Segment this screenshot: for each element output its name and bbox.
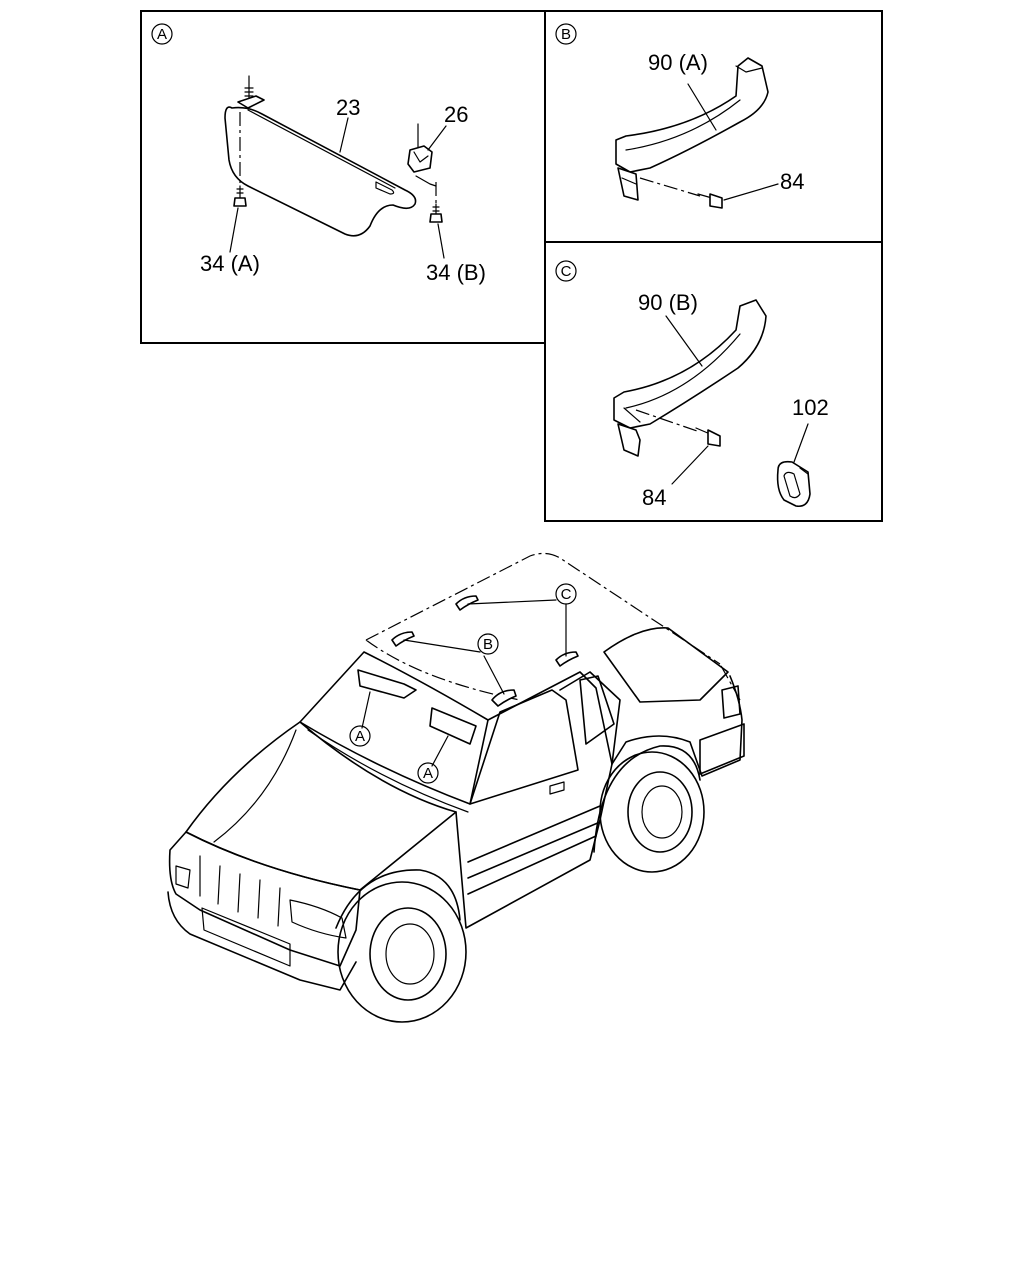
screw-34a (233, 185, 247, 207)
vehicle-marker-c: C (555, 583, 577, 605)
svg-text:A: A (423, 765, 433, 782)
vehicle-grip-rear-left (455, 595, 479, 611)
panel-c-marker: C (555, 260, 577, 282)
label-84-c: 84 (642, 485, 666, 510)
label-90a: 90 (A) (648, 50, 708, 75)
side-moldings (467, 805, 601, 895)
assist-grip-90a-part (615, 57, 769, 201)
leader-a1 (361, 691, 371, 729)
rear-wheel-arch (593, 745, 701, 853)
panel-c-frame (544, 241, 883, 522)
vehicle-marker-a2: A (417, 762, 439, 784)
label-26: 26 (444, 102, 468, 127)
headlight (289, 899, 347, 939)
vehicle-sun-visor-right (429, 707, 477, 745)
vehicle-grip-front-right (491, 689, 517, 707)
front-bumper (167, 891, 357, 991)
svg-text:B: B (561, 26, 571, 43)
cap-102-part (776, 460, 811, 508)
rear-bumper (699, 723, 745, 775)
rear-quarter-window (603, 627, 729, 703)
vehicle-illustration: B C A A (167, 552, 745, 1023)
leader-90a (687, 83, 717, 131)
front-grille (168, 831, 361, 967)
assist-grip-90b-part (613, 299, 767, 457)
visor-holder-part (407, 123, 437, 187)
screw-34b (429, 203, 443, 223)
hood (185, 721, 457, 891)
tail-light (721, 685, 741, 719)
door-handle (549, 781, 565, 795)
vehicle-sun-visor-left (357, 669, 417, 699)
sun-visor-part (224, 106, 417, 237)
svg-text:B: B (483, 636, 493, 653)
rear-side-window (579, 675, 615, 745)
leader-90b (665, 315, 703, 367)
leader-a2 (431, 735, 449, 767)
front-door-window (469, 689, 579, 805)
visor-mount-bracket (237, 75, 265, 109)
leader-34a (229, 207, 239, 253)
front-door (455, 671, 613, 929)
label-34a: 34 (A) (200, 251, 260, 276)
leader-34b (437, 223, 445, 259)
vehicle-grip-front-left (391, 631, 415, 647)
svg-text:A: A (157, 26, 167, 43)
panel-a: A 34 (A) 23 (140, 10, 546, 344)
panel-b-marker: B (555, 23, 577, 45)
label-102: 102 (792, 395, 829, 420)
label-90b: 90 (B) (638, 290, 698, 315)
leader-26 (427, 125, 447, 151)
rear-wheel (599, 751, 705, 873)
panel-b: B 90 (A) 84 (544, 10, 883, 243)
vehicle-marker-b: B (477, 633, 499, 655)
leaders-c (467, 599, 567, 657)
svg-text:C: C (561, 586, 572, 603)
leader-84-b (723, 183, 779, 201)
svg-text:C: C (561, 263, 572, 280)
leader-23 (339, 117, 349, 153)
panel-a-marker: A (151, 23, 173, 45)
front-wheel (337, 881, 467, 1023)
vehicle-grip-rear-right (555, 651, 579, 667)
label-23: 23 (336, 95, 360, 120)
screw-84-b (639, 177, 723, 209)
panel-c: C 90 (B) 84 102 (544, 241, 883, 522)
leader-84-c (671, 445, 709, 485)
rear-quarter-panel (611, 675, 743, 777)
leaders-b (403, 639, 505, 695)
label-34b: 34 (B) (426, 260, 486, 285)
svg-text:A: A (355, 728, 365, 745)
front-wheel-arch (335, 869, 461, 929)
label-84-b: 84 (780, 169, 804, 194)
vehicle-marker-a1: A (349, 725, 371, 747)
rear-pillar (559, 671, 621, 765)
screw-84-c (635, 409, 721, 447)
leader-102 (793, 423, 809, 463)
